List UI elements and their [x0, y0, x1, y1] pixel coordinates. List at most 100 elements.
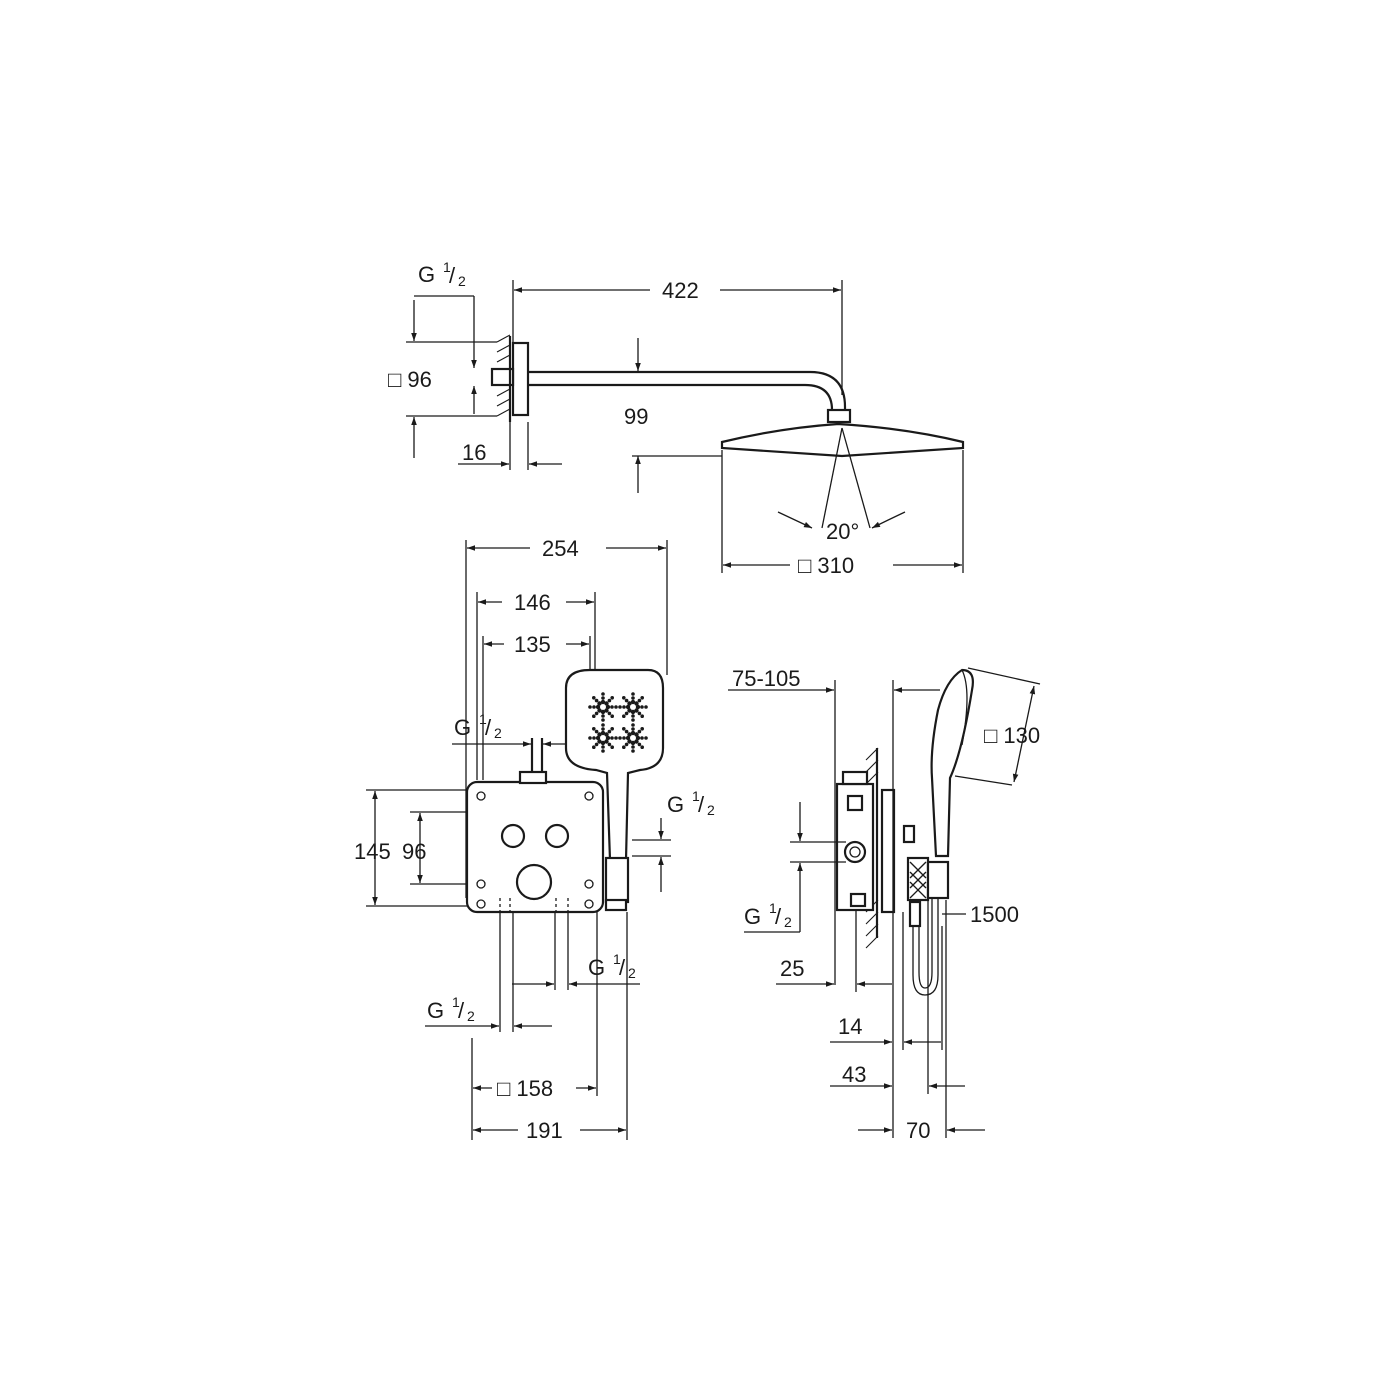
thread-label-right: G	[667, 792, 684, 817]
nozzle-dot	[597, 708, 602, 713]
nozzle-dot	[640, 705, 644, 709]
nozzle-dot	[595, 735, 601, 741]
nozzle-dot	[607, 698, 612, 703]
nozzle-dot	[630, 730, 636, 736]
nozzle-dot	[640, 736, 644, 740]
nozzle-dot	[614, 736, 618, 740]
nozzle-dot	[634, 708, 639, 713]
nozzle-dot	[594, 698, 599, 703]
square-310-label: □ 310	[798, 553, 854, 578]
dim-25-label: 25	[780, 956, 804, 981]
nozzle-dot	[588, 705, 592, 709]
shower-arm	[528, 370, 847, 410]
svg-text:1: 1	[452, 994, 460, 1010]
nozzle-dot	[604, 732, 609, 737]
nozzle-dot	[601, 723, 605, 727]
dim-14-label: 14	[838, 1014, 862, 1039]
nozzle-dot	[600, 730, 606, 736]
nozzle-dot	[631, 723, 635, 727]
nozzle-dot	[597, 739, 602, 744]
dim-75-105-label: 75-105	[732, 666, 801, 691]
nozzle-dot	[627, 708, 632, 713]
nozzle-dot	[605, 704, 611, 710]
nozzle-dot	[592, 705, 596, 709]
nozzle-dot	[592, 696, 596, 700]
nozzle-dot	[592, 727, 596, 731]
svg-text:/: /	[698, 792, 705, 817]
nozzle-dot	[601, 749, 605, 753]
dim-146-label: 146	[514, 590, 551, 615]
nozzle-dot	[595, 704, 601, 710]
rain-shower-head	[720, 422, 965, 458]
nozzle-dot	[604, 708, 609, 713]
thread-label-side: G	[744, 904, 761, 929]
nozzle-dot	[627, 701, 632, 706]
nozzle-dot	[607, 729, 612, 734]
thread-label-top: G	[454, 715, 471, 740]
nozzle-dot	[601, 696, 605, 700]
nozzle-dot	[637, 711, 642, 716]
nozzle-dot	[601, 745, 605, 749]
svg-text:/: /	[449, 263, 456, 288]
nozzle-dot	[614, 705, 618, 709]
nozzle-dot	[601, 692, 605, 696]
dim-96-label: 96	[402, 839, 426, 864]
nozzle-dot	[610, 696, 614, 700]
nozzle-dot	[622, 705, 626, 709]
nozzle-dot	[644, 736, 648, 740]
nozzle-dot	[622, 745, 626, 749]
svg-text:2: 2	[628, 965, 636, 981]
dim-43-label: 43	[842, 1062, 866, 1087]
svg-text:2: 2	[467, 1008, 475, 1024]
nozzle-dot	[637, 698, 642, 703]
svg-text:/: /	[458, 998, 465, 1023]
nozzle-dot	[600, 709, 606, 715]
nozzle-dot	[600, 740, 606, 746]
nozzle-dot	[618, 705, 622, 709]
nozzle-dot	[604, 739, 609, 744]
nozzle-dot	[600, 699, 606, 705]
nozzle-dot	[592, 714, 596, 718]
shower-hose	[912, 890, 939, 996]
nozzle-dot	[634, 701, 639, 706]
wall-outlet	[906, 856, 930, 902]
nozzle-dot	[637, 742, 642, 747]
svg-text:1: 1	[613, 951, 621, 967]
dim-16-label: 16	[462, 440, 486, 465]
thread-fraction-num: 1	[443, 259, 451, 275]
dim-1500-label: 1500	[970, 902, 1019, 927]
nozzle-dot	[625, 735, 631, 741]
nozzle-dot	[594, 711, 599, 716]
nozzle-dot	[622, 727, 626, 731]
dim-422-label: 422	[662, 278, 699, 303]
nozzle-dot	[592, 736, 596, 740]
nozzle-dot	[640, 714, 644, 718]
nozzle-dot	[627, 732, 632, 737]
nozzle-dot	[644, 705, 648, 709]
nozzle-dot	[635, 704, 641, 710]
nozzle-dot	[630, 740, 636, 746]
square-130-label: □ 130	[984, 723, 1040, 748]
nozzle-dot	[597, 732, 602, 737]
svg-text:2: 2	[494, 725, 502, 741]
thread-fraction-den: 2	[458, 273, 466, 289]
svg-text:2: 2	[784, 914, 792, 930]
nozzle-dot	[610, 736, 614, 740]
nozzle-dot	[640, 696, 644, 700]
nozzle-dot	[607, 711, 612, 716]
nozzle-dot	[631, 749, 635, 753]
square-96-label: □ 96	[388, 367, 432, 392]
nozzle-dot	[640, 727, 644, 731]
dim-135-label: 135	[514, 632, 551, 657]
hand-shower	[564, 668, 665, 912]
spray-nozzles	[588, 692, 648, 753]
angle-20-label: 20°	[826, 519, 859, 544]
head-shower-view: G 1 / 2 □ 96 16 422 99 20°	[388, 259, 965, 578]
valve-knob-left	[500, 823, 526, 849]
nozzle-dot	[627, 739, 632, 744]
nozzle-dot	[594, 742, 599, 747]
side-view: 75-105 □ 130 1500 G 1 / 2 25 14	[728, 666, 1041, 1143]
nozzle-dot	[618, 736, 622, 740]
svg-text:2: 2	[707, 802, 715, 818]
